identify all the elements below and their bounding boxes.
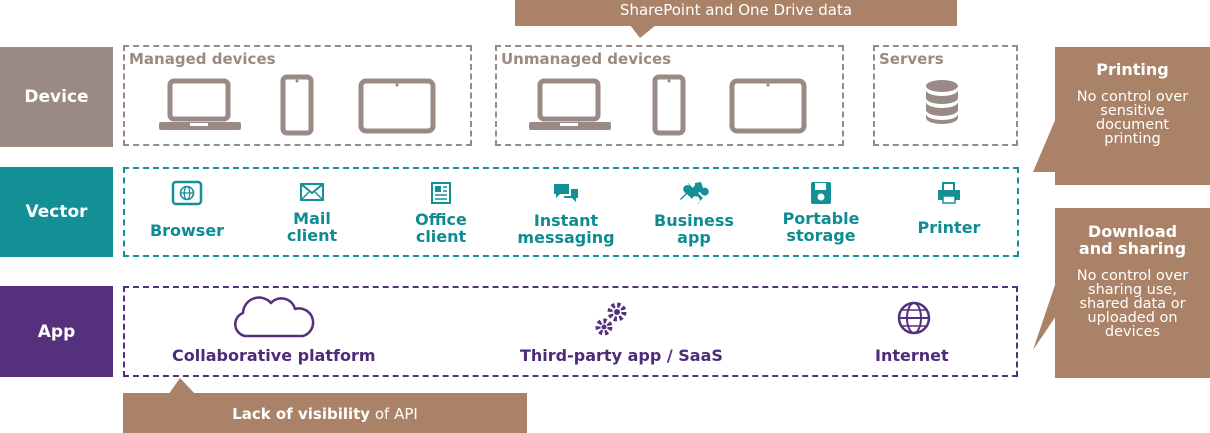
vector-portable-storage-line1: Portable <box>782 209 860 228</box>
globe-icon <box>897 301 931 335</box>
smartphone-icon <box>280 74 314 136</box>
download-sharing-callout-title: Download and sharing <box>1078 222 1187 258</box>
servers-title: Servers <box>879 50 944 68</box>
vector-business-app-line2: app <box>677 228 711 247</box>
vector-portable-storage: Portable storage <box>761 180 881 244</box>
mail-icon <box>300 183 324 201</box>
gears-icon <box>595 302 627 336</box>
vector-business-app-line1: Business <box>654 211 734 230</box>
database-icon <box>926 80 958 124</box>
printer-icon <box>938 182 960 204</box>
printing-callout-pointer <box>1033 118 1056 172</box>
servers-group <box>873 45 1018 146</box>
browser-icon <box>171 180 203 206</box>
sharepoint-banner: SharePoint and One Drive data <box>515 0 957 26</box>
printing-callout-title: Printing <box>1096 60 1169 79</box>
tablet-icon <box>729 78 807 134</box>
vector-instant-messaging: Instant messaging <box>506 182 626 246</box>
vector-portable-storage-line2: storage <box>786 226 856 245</box>
printing-callout-text: No control over sensitive document print… <box>1076 89 1189 147</box>
cloud-icon <box>234 296 315 338</box>
download-sharing-callout-text: No control over sharing use, shared data… <box>1076 268 1189 340</box>
app-collaborative-platform: Collaborative platform <box>172 346 376 365</box>
row-label-app: App <box>0 286 113 377</box>
app-third-party-saas: Third-party app / SaaS <box>520 346 723 365</box>
vector-office-client-line1: Office <box>415 210 467 229</box>
document-icon <box>431 182 451 204</box>
vector-browser-label: Browser <box>149 221 225 240</box>
api-visibility-callout-bold: Lack of visibility <box>232 405 371 423</box>
unmanaged-devices-title: Unmanaged devices <box>501 50 672 68</box>
vector-printer: Printer <box>889 181 1009 236</box>
chat-icon <box>554 184 578 202</box>
floppy-disk-icon <box>811 182 831 204</box>
puzzle-icon <box>680 182 709 204</box>
vector-instant-messaging-line2: messaging <box>517 228 615 247</box>
api-visibility-callout: Lack of visibility of API <box>123 393 527 433</box>
smartphone-icon <box>652 74 686 136</box>
managed-devices-title: Managed devices <box>129 50 276 68</box>
vector-business-app: Business app <box>634 180 754 246</box>
sharepoint-banner-text: SharePoint and One Drive data <box>619 1 853 19</box>
vector-mail-client: Mail client <box>252 182 372 244</box>
row-label-device: Device <box>0 47 113 147</box>
download-sharing-callout-pointer <box>1033 282 1056 350</box>
row-label-vector: Vector <box>0 167 113 257</box>
printing-callout: Printing No control over sensitive docum… <box>1055 47 1210 185</box>
api-visibility-callout-rest: of API <box>370 405 418 423</box>
sharepoint-banner-pointer <box>630 25 656 38</box>
vector-mail-client-line1: Mail <box>293 209 331 228</box>
vector-instant-messaging-line1: Instant <box>533 211 599 230</box>
vector-office-client-line2: client <box>415 227 467 246</box>
unmanaged-devices-group <box>495 45 844 146</box>
vector-office-client: Office client <box>381 181 501 245</box>
vector-printer-label: Printer <box>917 218 981 237</box>
laptop-icon <box>529 78 611 130</box>
vector-browser: Browser <box>127 180 247 239</box>
app-group <box>123 286 1018 377</box>
managed-devices-group <box>123 45 472 146</box>
laptop-icon <box>159 78 241 130</box>
api-callout-pointer <box>168 378 196 395</box>
vector-group <box>123 167 1019 257</box>
vector-mail-client-line2: client <box>286 226 338 245</box>
download-sharing-callout: Download and sharing No control over sha… <box>1055 208 1210 378</box>
tablet-icon <box>358 78 436 134</box>
app-internet: Internet <box>875 346 949 365</box>
